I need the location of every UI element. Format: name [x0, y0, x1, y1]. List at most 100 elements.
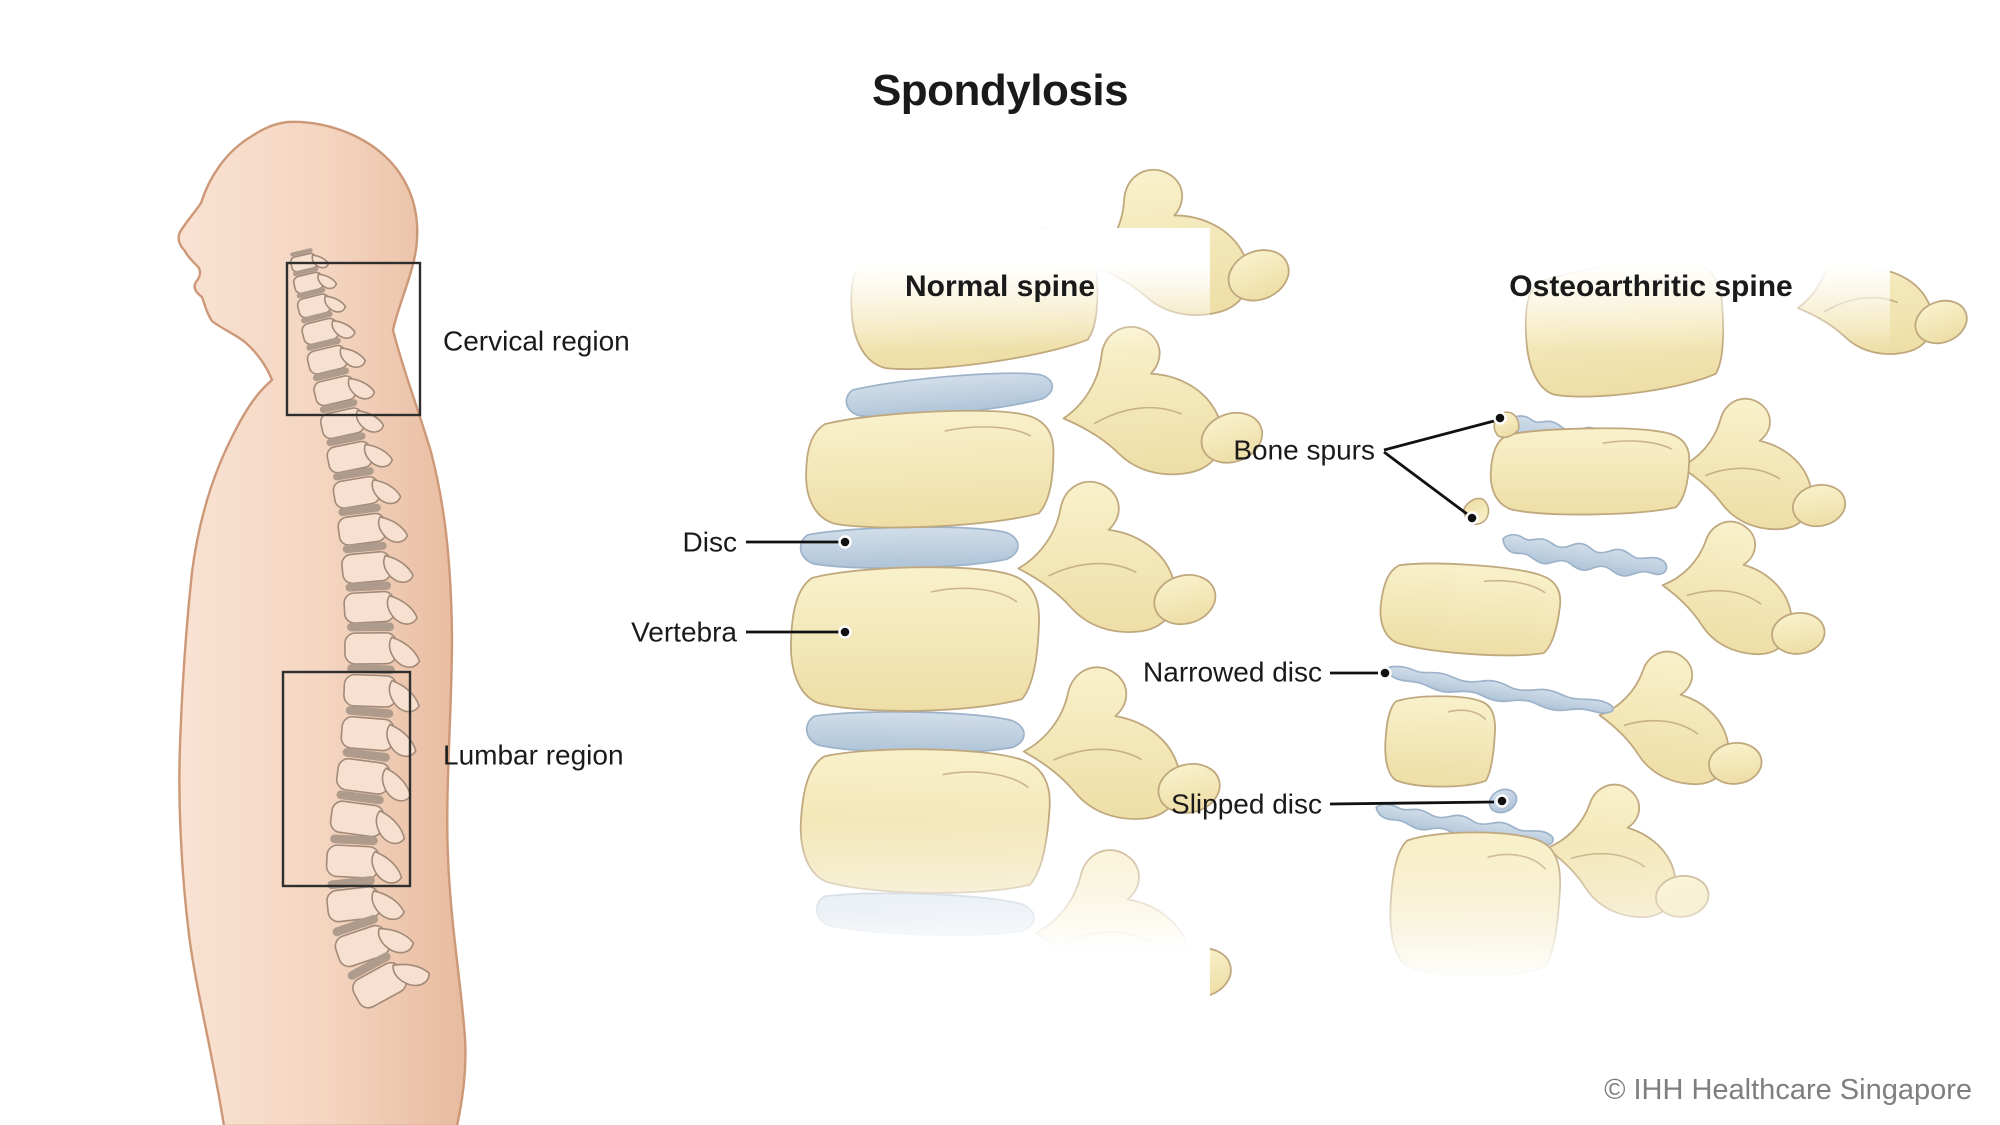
- body-disc-bar: [345, 581, 392, 592]
- body-spinous-process: [312, 252, 329, 270]
- body-disc-bar: [332, 914, 379, 937]
- normal-bottom-fade: [765, 816, 1210, 1021]
- body-spinous-process: [339, 343, 366, 370]
- vertebral-body: [804, 407, 1056, 531]
- process-detail-line: [1048, 563, 1136, 576]
- body-spinous-process: [363, 440, 393, 470]
- body-vertebra-segment: [324, 432, 393, 477]
- body-spinous-process: [371, 888, 404, 922]
- lumbar-region-label: Lumbar region: [443, 740, 624, 771]
- disc-label: Disc: [683, 527, 737, 558]
- bone-spurs-label: Bone spurs: [1233, 435, 1375, 466]
- osteoarthritic-spine-fades: [1345, 228, 1890, 1055]
- vertebral-body: [1377, 557, 1563, 661]
- osteo-top-fade: [1385, 228, 1890, 350]
- slipped-disc-callout: Slipped disc: [1171, 789, 1509, 820]
- normal-top-fade: [765, 228, 1210, 350]
- bone-spurs-leader-line-upper: [1383, 419, 1495, 452]
- intervertebral-disc: [806, 710, 1024, 755]
- posterior-process-shape: [1023, 666, 1182, 820]
- body-disc-bar: [290, 248, 313, 257]
- body-vertebra-segment: [301, 311, 356, 348]
- osteoarthritic-spine-panel: Osteoarthritic spine Bone spurs Narrowed…: [1143, 228, 1974, 1055]
- body-vertebra-segment: [326, 834, 404, 883]
- body-disc-bar: [333, 467, 374, 481]
- body-spinous-process: [385, 724, 418, 757]
- vertebra-detail-line: [931, 588, 1017, 602]
- disc-callout: Disc: [683, 527, 852, 558]
- process-detail-line: [1624, 716, 1699, 736]
- vertebra-detail-line: [1484, 579, 1546, 593]
- vertebra-detail-line: [945, 425, 1031, 439]
- body-spinous-process: [380, 768, 414, 802]
- slipped-disc-dot: [1495, 794, 1509, 808]
- body-vertebra-segment: [312, 367, 376, 410]
- body-disc-bar: [347, 952, 391, 980]
- narrowed-disc-dot: [1378, 666, 1392, 680]
- spinous-knob: [1770, 610, 1827, 657]
- bone-spurs-callout: Bone spurs: [1233, 411, 1507, 525]
- spinous-knob: [1148, 568, 1221, 631]
- body-vertebra-segment: [330, 467, 401, 513]
- posterior-process: [1676, 394, 1856, 534]
- vertebral-body: [1491, 428, 1690, 514]
- process-detail-line: [1054, 748, 1142, 761]
- body-vertebra-segment: [306, 337, 366, 378]
- bone-spurs-leader-line-lower: [1383, 450, 1468, 516]
- bone-spur-dot-upper: [1493, 411, 1507, 425]
- body-spinous-process: [324, 292, 346, 315]
- posterior-process: [1655, 513, 1843, 664]
- body-disc-bar: [347, 622, 394, 632]
- spinous-knob: [1707, 740, 1764, 787]
- body-spinous-process: [391, 952, 432, 993]
- body-spinous-process: [377, 920, 415, 959]
- body-disc-bar: [338, 503, 381, 517]
- body-disc-bar: [326, 432, 366, 447]
- vertebra-detail-line: [1603, 441, 1672, 449]
- body-spinous-process: [317, 271, 337, 291]
- body-vertebra-segment: [332, 914, 415, 972]
- body-spinous-process: [389, 637, 419, 667]
- narrowed-disc-callout: Narrowed disc: [1143, 657, 1392, 688]
- body-vertebra-segment: [336, 503, 408, 549]
- body-vertebra-segment: [345, 622, 420, 668]
- slipped-disc-leader-line: [1329, 800, 1495, 806]
- posterior-process: [1023, 666, 1228, 820]
- body-vertebra-segment: [340, 706, 419, 758]
- body-vertebra-segment: [296, 287, 346, 321]
- body-vertebra-segment: [347, 952, 432, 1015]
- disc-callout-dot: [838, 535, 852, 549]
- spinous-knob: [1221, 241, 1297, 309]
- body-figure: Cervical region Lumbar region: [177, 120, 630, 1125]
- degenerated-disc: [1384, 664, 1615, 719]
- process-detail-line: [1687, 586, 1762, 606]
- intervertebral-disc: [845, 368, 1054, 423]
- normal-spine-heading: Normal spine: [905, 270, 1095, 303]
- bone-spur-dot-lower: [1465, 511, 1479, 525]
- body-disc-bar: [330, 834, 378, 846]
- posterior-process-shape: [1655, 513, 1805, 659]
- body-disc-bar: [301, 311, 333, 324]
- body-disc-bar: [336, 790, 384, 805]
- body-spinous-process: [371, 476, 401, 506]
- process-detail-line: [1093, 405, 1182, 424]
- spinous-knob: [1153, 758, 1225, 820]
- page-title: Spondylosis: [872, 66, 1128, 115]
- posterior-process-shape: [1592, 643, 1742, 789]
- intervertebral-disc: [800, 525, 1018, 570]
- vertebra-label: Vertebra: [631, 617, 737, 648]
- lumbar-region-box: [281, 670, 412, 888]
- body-disc-bar: [292, 266, 319, 277]
- osteo-bottom-fade: [1345, 840, 1890, 1055]
- body-spine: [290, 248, 432, 1015]
- cervical-region-label: Cervical region: [443, 326, 630, 357]
- process-detail-line: [1705, 466, 1780, 481]
- cervical-region-box: [285, 261, 422, 417]
- vertebral-body: [1384, 694, 1496, 788]
- spinous-knob: [1194, 405, 1269, 471]
- body-vertebra-segment: [340, 541, 413, 587]
- vertebra-detail-line: [942, 771, 1028, 788]
- body-disc-bar: [312, 367, 350, 382]
- body-disc-bar: [342, 541, 387, 554]
